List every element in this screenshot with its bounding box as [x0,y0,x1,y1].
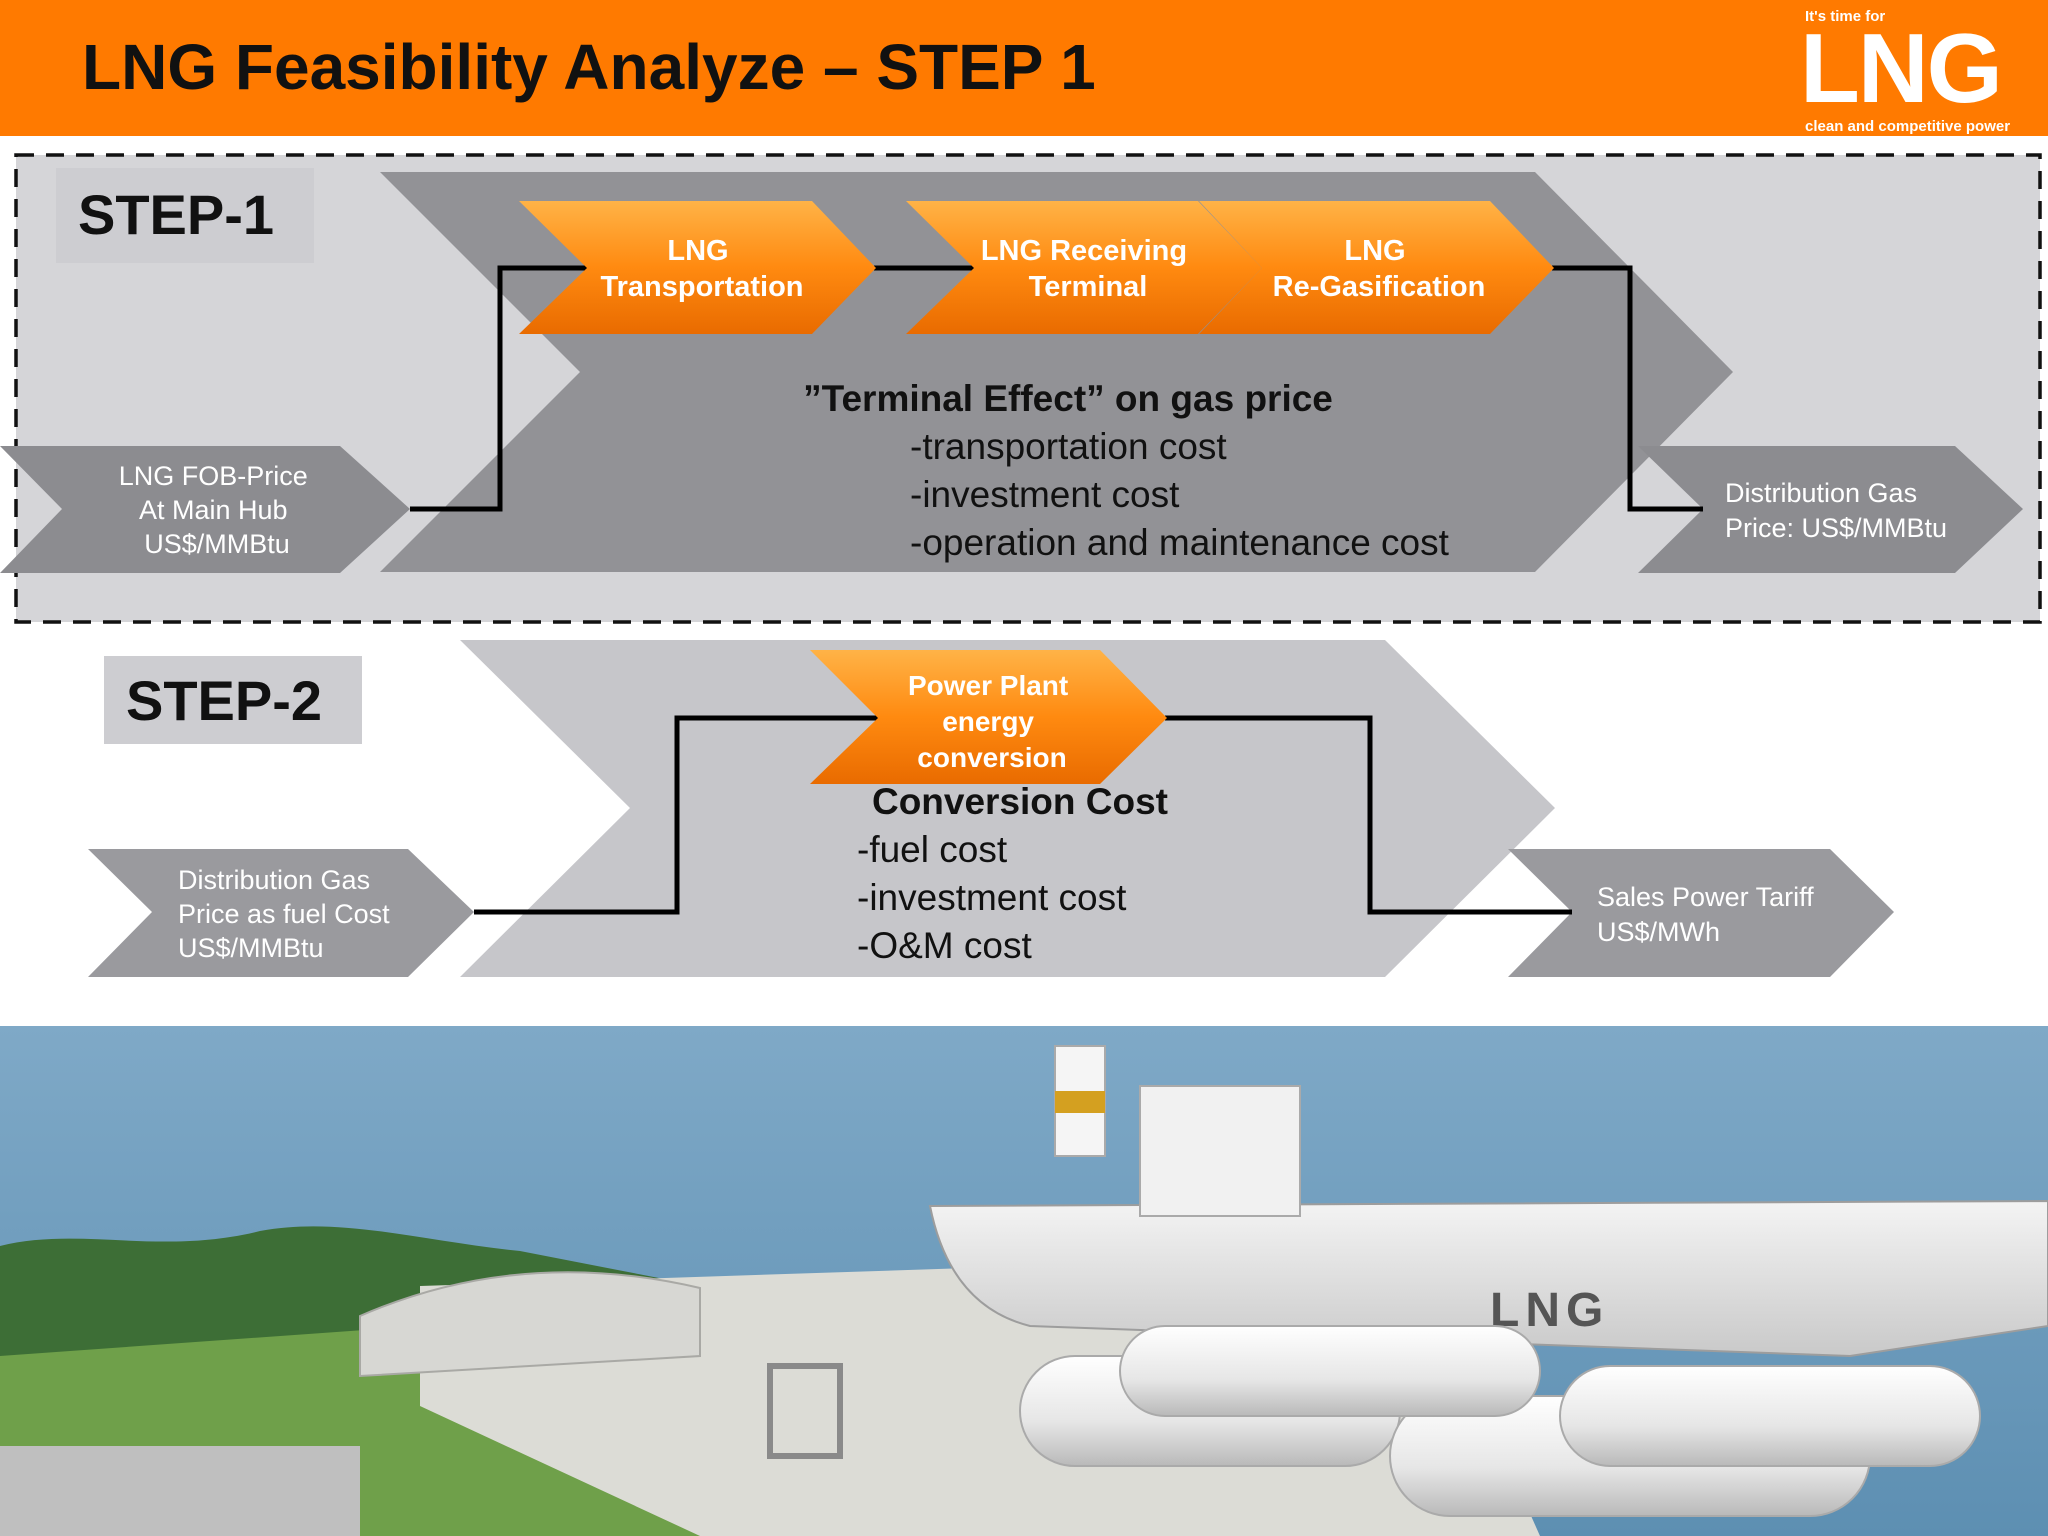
power-plant-line-3: conversion [917,742,1066,773]
pipe-rack [767,1363,843,1459]
process-chevron-regasification [1199,201,1554,334]
power-plant-line-2: energy [942,706,1034,737]
process-regasification-line-2: Re-Gasification [1273,271,1486,303]
step2-connector-in [474,715,880,915]
process-diagram: STEP-1 LNG FOB-Price At Main Hub US$/MMB… [0,153,2042,977]
step2-connector-out [1165,715,1572,915]
conversion-cost-title: Conversion Cost [872,781,1168,822]
step1-output-line-1: Distribution Gas [1725,478,1917,508]
step2-output-line-2: US$/MWh [1597,917,1720,947]
logo-subtitle: clean and competitive power [1805,118,2011,135]
header-bar [0,0,2048,136]
step1-label-box [56,168,314,263]
cost-item-investment-2: -investment cost [857,877,1127,918]
conversion-costs: -fuel cost -investment cost -O&M cost [857,829,1137,966]
step1-input-chevron [0,446,410,573]
process-regasification-line-1: LNG [1344,235,1405,267]
step1-output-chevron [1638,446,2023,573]
process-terminal-line-2: Terminal [1029,271,1148,303]
step2-input-line-3: US$/MMBtu [178,933,324,963]
step2-input-chevron [88,849,474,977]
step2-input-text: Distribution Gas Price as fuel Cost US$/… [178,865,397,963]
step2-output-line-1: Sales Power Tariff [1597,882,1814,912]
step1-connector-in [410,265,590,512]
process-chevron-terminal [906,201,1262,334]
power-plant-line-1: Power Plant [908,670,1068,701]
step1-input-text: LNG FOB-Price At Main Hub US$/MMBtu [119,461,316,559]
terminal-effect-costs: -transportation cost -investment cost -o… [910,426,1450,563]
step2-label: STEP-2 [126,669,322,732]
cost-item-transportation: -transportation cost [910,426,1227,467]
process-label-power-plant: Power Plant energy conversion [908,670,1076,773]
storage-tank-3 [1559,1365,1981,1467]
process-label-regasification: LNG Re-Gasification [1273,235,1486,303]
storage-tank-4 [1119,1325,1541,1417]
step1-input-line-1: LNG FOB-Price [119,461,308,491]
process-transportation-line-1: LNG [667,235,728,267]
cost-item-fuel: -fuel cost [857,829,1008,870]
terminal-effect-title: ”Terminal Effect” on gas price [803,378,1333,419]
step1-input-line-2: At Main Hub [139,495,288,525]
lng-terminal-photo: LNG [0,1026,2048,1536]
ship-bridge [1139,1085,1301,1217]
process-chevron-transportation [519,201,876,334]
warehouse [359,1271,701,1378]
lng-ship-hull [928,1199,2048,1358]
process-chevron-power-plant [810,650,1167,784]
logo-tagline: It's time for [1805,8,1886,25]
cost-item-investment: -investment cost [910,474,1180,515]
process-plant [0,1446,360,1536]
step2-main-chevron [460,640,1555,977]
cost-item-om: -O&M cost [857,925,1032,966]
step1-connector-out [1552,265,1703,512]
step1-output-line-2: Price: US$/MMBtu [1725,513,1947,543]
step2-output-chevron [1508,849,1894,977]
process-label-transportation: LNG Transportation [600,235,803,303]
page-title: LNG Feasibility Analyze – STEP 1 [82,31,1096,103]
process-terminal-line-1: LNG Receiving [981,235,1187,267]
step2-output-text: Sales Power Tariff US$/MWh [1597,882,1821,947]
process-label-terminal: LNG Receiving Terminal [981,235,1195,303]
cost-item-operation: -operation and maintenance cost [910,522,1450,563]
process-transportation-line-2: Transportation [600,271,803,303]
lng-logo: LNG [1800,13,2003,123]
step1-input-line-3: US$/MMBtu [144,529,290,559]
step2-label-box [104,656,362,744]
step1-label: STEP-1 [78,183,274,246]
step2-input-line-2: Price as fuel Cost [178,899,390,929]
ship-funnel-band [1055,1091,1105,1113]
step2-input-line-1: Distribution Gas [178,865,370,895]
step1-output-text: Distribution Gas Price: US$/MMBtu [1725,478,1947,543]
